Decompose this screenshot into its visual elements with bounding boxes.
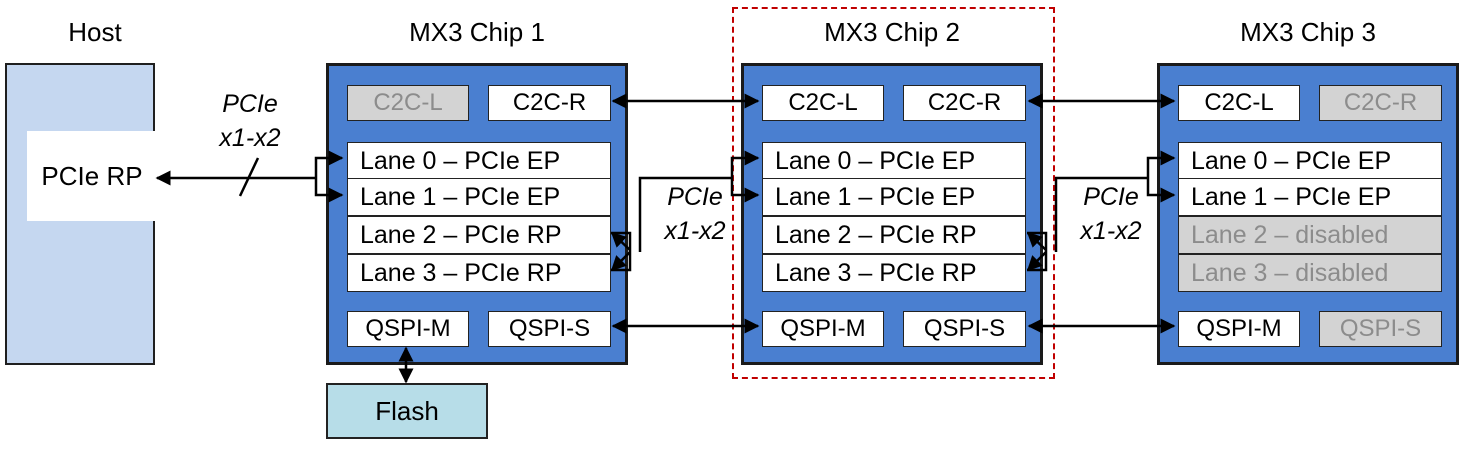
chip1-qspi-m: QSPI-M	[347, 311, 469, 347]
pcie-fork-chip2-lane0	[730, 150, 760, 178]
chip1-qspi-s: QSPI-S	[488, 311, 611, 347]
pcie-label-chip1-chip2: PCIe x1-x2	[650, 180, 740, 248]
chip3-title: MX3 Chip 3	[1240, 17, 1376, 47]
chip3: C2C-L C2C-R Lane 0 – PCIe EP Lane 1 – PC…	[1157, 63, 1459, 365]
chip2-c2c-r: C2C-R	[903, 85, 1026, 121]
chip1-lane-0: Lane 0 – PCIe EP	[347, 142, 611, 180]
pcie-label-2-a: PCIe	[667, 183, 723, 211]
host-block: PCIe RP	[5, 63, 157, 365]
chip1-c2c-r: C2C-R	[488, 85, 611, 121]
chip3-qspi-m: QSPI-M	[1178, 311, 1300, 347]
chip1: C2C-L C2C-R Lane 0 – PCIe EP Lane 1 – PC…	[326, 63, 628, 365]
chip1-lane-2: Lane 2 – PCIe RP	[347, 216, 611, 254]
pcie-fork-chip3-lane0	[1146, 150, 1176, 178]
host-pcie-rp: PCIe RP	[27, 131, 157, 221]
chip3-lane-3: Lane 3 – disabled	[1178, 254, 1442, 292]
pcie-label-3-a: PCIe	[1083, 183, 1139, 211]
pcie-label-1-b: x1-x2	[219, 124, 281, 152]
chip2: C2C-L C2C-R Lane 0 – PCIe EP Lane 1 – PC…	[741, 63, 1043, 365]
chip2-c2c-l: C2C-L	[762, 85, 884, 121]
pcie-fork-chip1-lane1	[314, 178, 344, 203]
pcie-arrow-chip1-lane3	[610, 251, 631, 272]
pcie-label-host-chip1: PCIe x1-x2	[205, 87, 295, 155]
flash-block: Flash	[326, 383, 488, 439]
chip1-c2c-l: C2C-L	[347, 85, 469, 121]
chip2-qspi-m: QSPI-M	[762, 311, 884, 347]
pcie-merge-chip2-rp	[1027, 231, 1048, 272]
chip2-lane-2: Lane 2 – PCIe RP	[762, 216, 1026, 254]
chip2-qspi-s: QSPI-S	[903, 311, 1026, 347]
pcie-fork-chip2-lane1	[730, 178, 760, 203]
chip1-lane-3: Lane 3 – PCIe RP	[347, 254, 611, 292]
pcie-link-chip1-chip2	[638, 176, 732, 252]
pcie-fork-chip3-lane1	[1146, 178, 1176, 203]
pcie-arrow-chip1-lane2	[610, 231, 631, 251]
host-title: Host	[68, 17, 122, 47]
pcie-merge-chip1-rp	[611, 231, 632, 272]
chip3-c2c-l: C2C-L	[1178, 85, 1300, 121]
chip2-lane-1: Lane 1 – PCIe EP	[762, 178, 1026, 216]
chip3-lane-1: Lane 1 – PCIe EP	[1178, 178, 1442, 216]
chip3-lane-2: Lane 2 – disabled	[1178, 216, 1442, 254]
pcie-label-2-b: x1-x2	[664, 217, 726, 245]
chip1-title: MX3 Chip 1	[409, 17, 545, 47]
pcie-label-chip2-chip3: PCIe x1-x2	[1066, 180, 1156, 248]
pcie-fork-chip1-lane0	[314, 150, 344, 178]
pcie-arrow-chip2-lane2	[1026, 231, 1047, 251]
chip2-title: MX3 Chip 2	[824, 17, 960, 47]
chip1-lane-1: Lane 1 – PCIe EP	[347, 178, 611, 216]
chip3-qspi-s: QSPI-S	[1319, 311, 1442, 347]
chip3-lane-0: Lane 0 – PCIe EP	[1178, 142, 1442, 180]
pcie-arrow-chip2-lane3	[1026, 251, 1047, 272]
chip2-lane-3: Lane 3 – PCIe RP	[762, 254, 1026, 292]
pcie-label-3-b: x1-x2	[1080, 217, 1142, 245]
pcie-link-slash	[238, 157, 260, 197]
chip3-c2c-r: C2C-R	[1319, 85, 1442, 121]
pcie-label-1-a: PCIe	[222, 90, 278, 118]
pcie-link-chip2-chip3	[1054, 176, 1148, 252]
